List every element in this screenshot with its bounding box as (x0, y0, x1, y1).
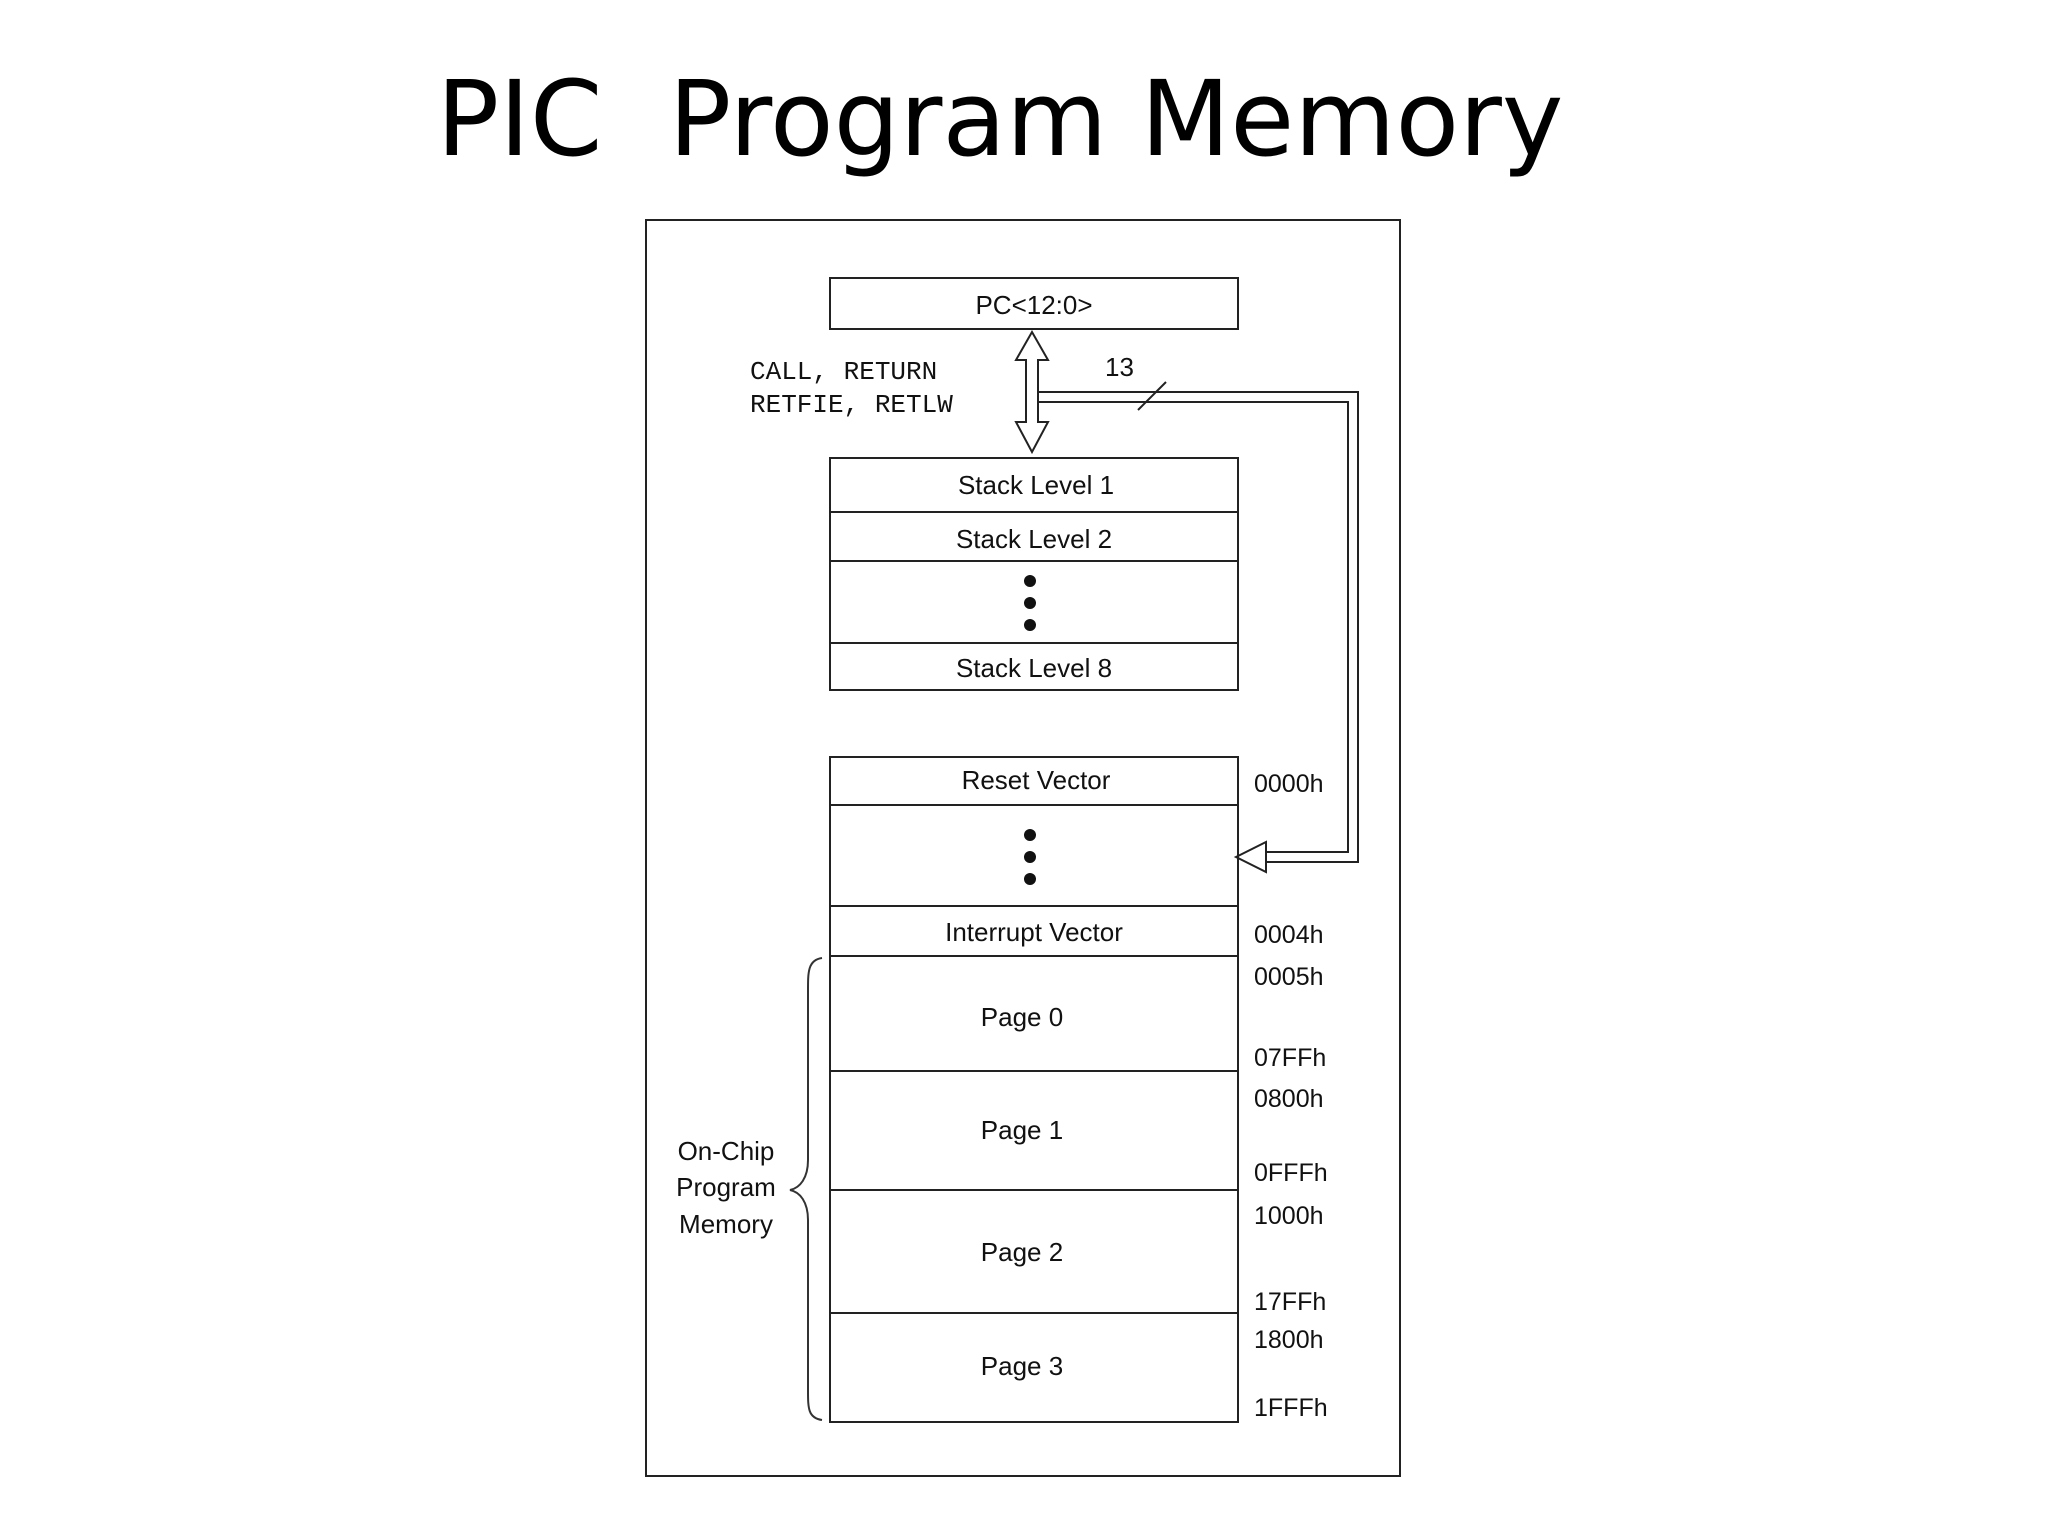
page-0-label: Page 0 (981, 1002, 1063, 1032)
stack-box (829, 457, 1239, 691)
address-label: 0000h (1254, 770, 1324, 798)
address-label: 0800h (1254, 1085, 1324, 1113)
reset-vector-label: Reset Vector (962, 765, 1111, 795)
slide-title: PIC Program Memory (436, 58, 1564, 180)
pc-register-label: PC<12:0> (975, 290, 1092, 320)
on-chip-label-line-3: Memory (679, 1209, 773, 1239)
address-label: 17FFh (1254, 1288, 1326, 1316)
stack-level-8: Stack Level 8 (956, 653, 1112, 683)
address-label: 0005h (1254, 963, 1324, 991)
diagram-frame (645, 219, 1401, 1477)
ellipsis-dot (1024, 829, 1036, 841)
ellipsis-dot (1024, 575, 1036, 587)
stack-level-2: Stack Level 2 (956, 524, 1112, 554)
bus-width-label: 13 (1105, 352, 1134, 382)
bus-arrow-head-icon (1233, 840, 1267, 874)
stack-instructions-line-1: CALL, RETURN (750, 357, 937, 387)
stack-level-1: Stack Level 1 (958, 470, 1114, 500)
ellipsis-dot (1024, 851, 1036, 863)
address-label: 0FFFh (1254, 1159, 1328, 1187)
page-2-label: Page 2 (981, 1237, 1063, 1267)
page-3-label: Page 3 (981, 1351, 1063, 1381)
page-1-label: Page 1 (981, 1115, 1063, 1145)
address-label: 1800h (1254, 1326, 1324, 1354)
on-chip-label-line-1: On-Chip (678, 1136, 775, 1166)
ellipsis-dot (1024, 619, 1036, 631)
address-label: 1FFFh (1254, 1394, 1328, 1422)
program-memory-box (829, 756, 1239, 1423)
address-label: 1000h (1254, 1202, 1324, 1230)
ellipsis-dot (1024, 597, 1036, 609)
address-label: 07FFh (1254, 1044, 1326, 1072)
address-label: 0004h (1254, 921, 1324, 949)
pc-register-box (829, 277, 1239, 330)
bus-line-outer (1038, 391, 1359, 863)
brace-icon (789, 957, 823, 1421)
on-chip-label-line-2: Program (676, 1172, 776, 1202)
interrupt-vector-label: Interrupt Vector (945, 917, 1123, 947)
bus-line-inner (1038, 401, 1349, 853)
bus-slash (1137, 381, 1167, 411)
double-arrow-icon (1014, 329, 1050, 455)
stack-instructions-line-2: RETFIE, RETLW (750, 390, 953, 420)
ellipsis-dot (1024, 873, 1036, 885)
